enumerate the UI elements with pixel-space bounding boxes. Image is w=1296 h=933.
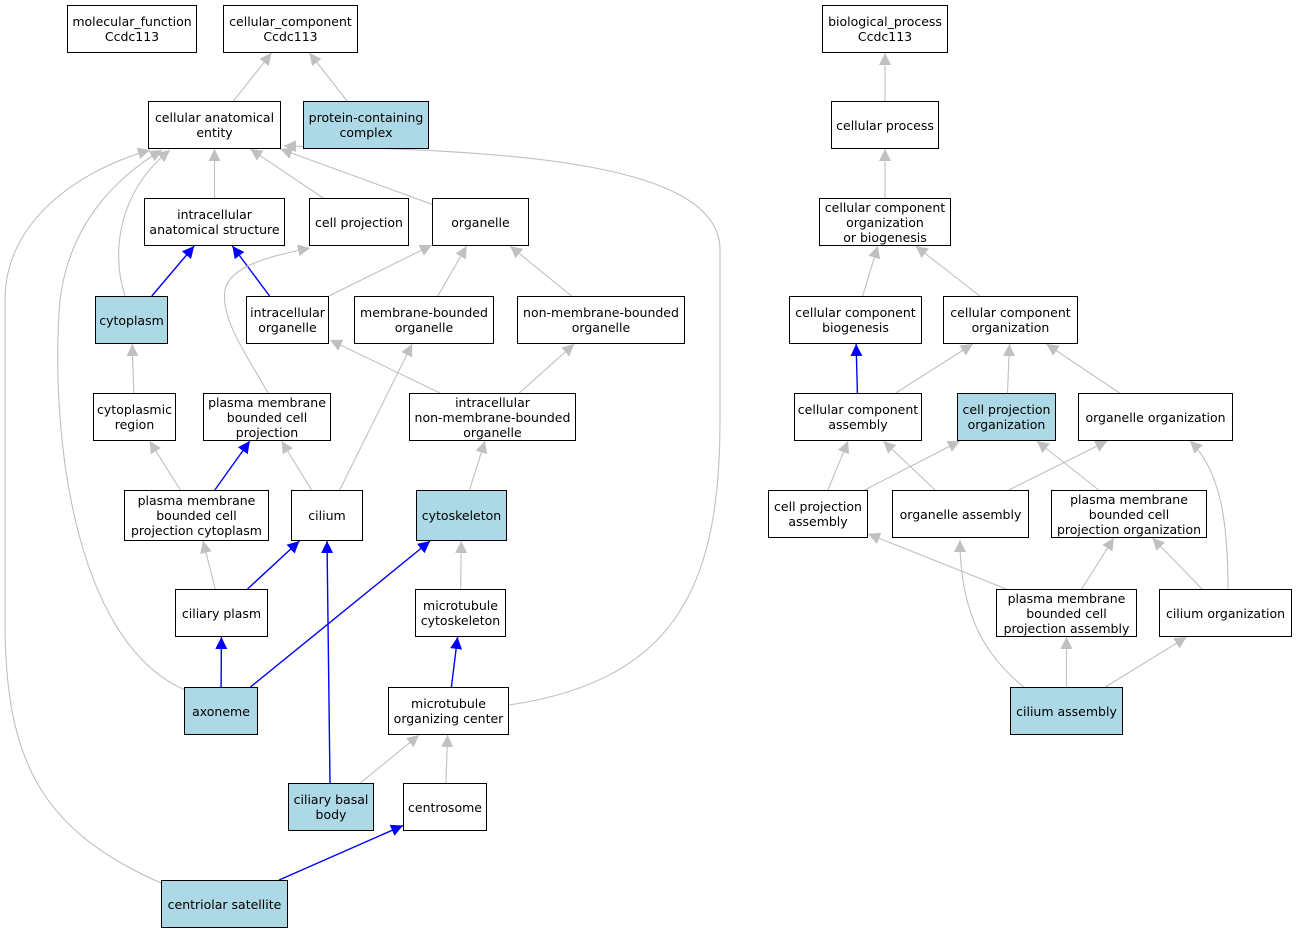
edge-ciliumorg-to-orgorg [1189, 440, 1229, 590]
edge-cbb-to-cilium [321, 540, 334, 784]
node-cellular-component-assembly[interactable]: cellular component assembly [794, 393, 922, 441]
node-cell-projection[interactable]: cell projection [309, 198, 409, 246]
node-microtubule-cytoskeleton[interactable]: microtubule cytoskeleton [415, 589, 506, 637]
edge-cca-to-ccb [850, 343, 863, 394]
edge-cca-to-cco [895, 343, 974, 394]
node-cytoplasm[interactable]: cytoplasm [95, 296, 168, 344]
edge-mbo-to-organelle [437, 245, 468, 297]
node-membrane-bounded-organelle[interactable]: membrane-bounded organelle [354, 296, 494, 344]
edge-centsat-to-centrosome [278, 824, 404, 881]
edge-pmbcpc-to-cytreg [149, 440, 181, 491]
edge-pmbcpa-to-cpa [867, 532, 1007, 590]
node-plasma-membrane-bounded-cell-projection-assembly[interactable]: plasma membrane bounded cell projection … [996, 589, 1137, 637]
edge-mtoc-to-cae [283, 140, 721, 706]
edge-cytoskeleton-to-inmbo [468, 440, 488, 491]
node-organelle-assembly[interactable]: organelle assembly [892, 490, 1029, 538]
node-plasma-membrane-bounded-cell-projection-cytoplasm[interactable]: plasma membrane bounded cell projection … [124, 490, 269, 541]
node-cellular-component-organization[interactable]: cellular component organization [943, 296, 1078, 344]
edge-ciliaryplasm-to-pmbcpc [200, 540, 216, 590]
edge-cpa-to-cca [827, 440, 850, 491]
edge-orgasm-to-orgorg [1008, 440, 1108, 491]
edge-nmbo-to-organelle [509, 245, 572, 297]
node-axoneme[interactable]: axoneme [184, 687, 258, 735]
edge-cytreg-to-cytoplasm [126, 343, 139, 394]
edge-cpa-to-cpo [864, 440, 961, 491]
node-microtubule-organizing-center[interactable]: microtubule organizing center [388, 687, 509, 735]
edge-inmbo-to-intraorg [329, 339, 441, 394]
node-molecular-function-root[interactable]: molecular_function Ccdc113 [67, 5, 197, 53]
edge-pmbcpo-to-cpo [1036, 440, 1100, 491]
edge-ciliaryplasm-to-cilium [247, 540, 300, 590]
edge-inmbo-to-nmbo [518, 343, 575, 394]
node-ciliary-basal-body[interactable]: ciliary basal body [288, 783, 374, 831]
node-plasma-membrane-bounded-cell-projection[interactable]: plasma membrane bounded cell projection [203, 393, 331, 441]
node-cilium-organization[interactable]: cilium organization [1159, 589, 1292, 637]
node-intracellular-organelle[interactable]: intracellular organelle [246, 296, 329, 344]
edge-ciliumorg-to-pmbcpo [1152, 537, 1203, 590]
edge-ciliumasm-to-orgasm [954, 539, 1026, 689]
edge-pmbcp-to-cellproj [223, 244, 311, 394]
edge-cellproj-to-cae [249, 148, 324, 199]
edge-cytoplasm-to-cae [118, 149, 171, 297]
edge-intraorg-to-ias [231, 245, 271, 297]
edge-cilium-to-pmbcp [281, 440, 312, 491]
edge-centrosome-to-mtoc [441, 734, 454, 784]
node-organelle-organization[interactable]: organelle organization [1078, 393, 1233, 441]
node-ciliary-plasm[interactable]: ciliary plasm [175, 589, 268, 637]
node-cellular-process[interactable]: cellular process [831, 101, 939, 149]
edge-pmbcpc-to-pmbcp [214, 440, 251, 491]
edge-mtoc-to-mtcyto [450, 636, 463, 688]
edge-cilium-to-mbo [339, 343, 413, 491]
node-biological-process-root[interactable]: biological_process Ccdc113 [822, 5, 948, 53]
node-intracellular-non-membrane-bounded-organelle[interactable]: intracellular non-membrane-bounded organ… [409, 393, 576, 441]
edge-intraorg-to-organelle [328, 244, 433, 297]
node-cilium-assembly[interactable]: cilium assembly [1010, 687, 1123, 735]
node-cell-projection-assembly[interactable]: cell projection assembly [768, 490, 868, 538]
node-cytoplasmic-region[interactable]: cytoplasmic region [93, 393, 176, 441]
node-centrosome[interactable]: centrosome [403, 783, 487, 831]
edge-cco-to-ccob [915, 245, 981, 297]
edge-ciliumasm-to-ciliumorg [1105, 636, 1187, 688]
node-cellular-component-biogenesis[interactable]: cellular component biogenesis [789, 296, 922, 344]
node-cellular-anatomical-entity[interactable]: cellular anatomical entity [148, 101, 281, 149]
node-cell-projection-organization[interactable]: cell projection organization [957, 393, 1056, 441]
edge-cae-to-cc_root [233, 52, 272, 102]
edge-ccb-to-ccob [862, 245, 881, 297]
edge-orgasm-to-cca [883, 440, 936, 491]
node-cytoskeleton[interactable]: cytoskeleton [416, 490, 507, 541]
edge-axoneme-to-cytoskeleton [250, 540, 431, 688]
node-cellular-component-organization-or-biogenesis[interactable]: cellular component organization or bioge… [819, 198, 951, 246]
edge-organelle-to-cae [280, 147, 433, 205]
node-organelle[interactable]: organelle [432, 198, 529, 246]
node-centriolar-satellite[interactable]: centriolar satellite [161, 880, 288, 928]
edge-cpo-to-cco [1003, 343, 1016, 394]
node-intracellular-anatomical-structure[interactable]: intracellular anatomical structure [144, 198, 285, 246]
node-protein-containing-complex[interactable]: protein-containing complex [303, 101, 429, 149]
node-cellular-component-root[interactable]: cellular_component Ccdc113 [223, 5, 358, 53]
edge-centsat-to-cae [4, 147, 164, 885]
edge-mtcyto-to-cytoskeleton [455, 540, 468, 590]
edge-cbb-to-mtoc [360, 734, 420, 784]
node-plasma-membrane-bounded-cell-projection-organization[interactable]: plasma membrane bounded cell projection … [1051, 490, 1207, 538]
node-cilium[interactable]: cilium [291, 490, 363, 541]
node-non-membrane-bounded-organelle[interactable]: non-membrane-bounded organelle [517, 296, 685, 344]
edge-axoneme-to-cae [57, 149, 186, 691]
edge-pmbcpa-to-pmbcpo [1081, 537, 1115, 590]
edge-orgorg-to-cco [1046, 343, 1120, 394]
edge-cytoplasm-to-ias [151, 245, 195, 297]
edge-pcc-to-cc_root [308, 52, 348, 102]
